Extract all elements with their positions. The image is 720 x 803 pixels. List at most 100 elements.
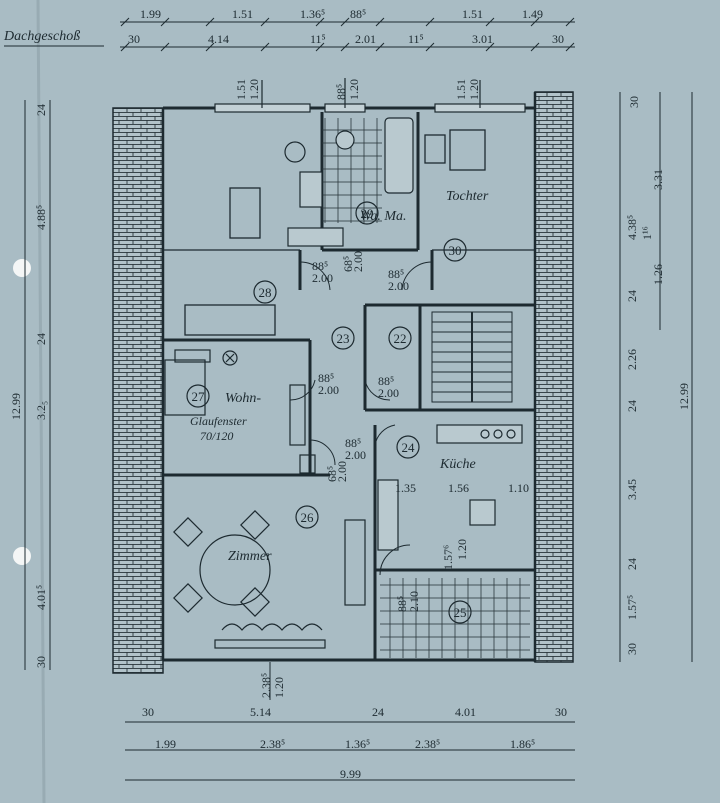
- door-width-label: 68⁵: [325, 466, 339, 482]
- right-dim-label: 1¹⁶: [640, 226, 654, 240]
- door-width-label: 68⁵: [341, 256, 355, 272]
- top-dim-label: 88⁵: [350, 7, 366, 21]
- room-label-wohn: Wohn-: [225, 391, 261, 406]
- door-height-label: 2.00: [388, 279, 409, 293]
- window-note-line1: Glaufenster: [190, 414, 247, 428]
- room-circle: [448, 600, 472, 624]
- building-outline: [112, 91, 574, 674]
- right-dimensions: [619, 92, 693, 662]
- bath-25-tiles: [380, 578, 530, 658]
- left-dim-label: 4.88⁵: [34, 205, 48, 230]
- right-dim-label: 24: [625, 400, 639, 412]
- top-dim-label: 3.01: [472, 32, 493, 46]
- thin-walls: [163, 129, 535, 336]
- bottom-dim-label: 4.01: [455, 705, 476, 719]
- room-label-kueche: Küche: [439, 457, 476, 472]
- plan-title: Dachgeschoß: [3, 29, 80, 44]
- room-circle: [396, 435, 420, 459]
- room-number: 27: [192, 389, 206, 404]
- door-height-label: 2.00: [312, 271, 333, 285]
- door-width-label: 88⁵: [378, 374, 394, 388]
- room-circle: [253, 280, 277, 304]
- room-number: 25: [454, 605, 467, 620]
- right-dim-label: 3.31: [651, 169, 665, 190]
- kitchen-fixtures: [377, 424, 523, 551]
- right-dim-label: 24: [625, 290, 639, 302]
- bottom-dim-label: 2.38⁵: [415, 737, 440, 751]
- door-width-label: 88⁵: [388, 267, 404, 281]
- window-width-label: 1.51: [454, 79, 468, 100]
- room-number: 28: [259, 285, 272, 300]
- kitchen-dim-label: 1.56: [448, 481, 469, 495]
- left-dim-label: 30: [34, 656, 48, 668]
- kitchen-dim-label: 88⁵: [395, 596, 409, 612]
- staircase: [431, 311, 513, 403]
- window-note-line2: 70/120: [200, 429, 233, 443]
- right-dim-label: 30: [625, 643, 639, 655]
- top-dim-label: 1.99: [140, 7, 161, 21]
- kitchen-dim-label: 1.35: [395, 481, 416, 495]
- zimmer-furniture: [173, 510, 366, 649]
- window-height-label: 1.20: [247, 79, 261, 100]
- door-width-label: 88⁵: [318, 371, 334, 385]
- right-knee-wall: [534, 91, 574, 663]
- bottom-dim-label: 2.38⁵: [260, 737, 285, 751]
- kitchen-dim-label: 2.10: [407, 591, 421, 612]
- room-number: 26: [301, 510, 315, 525]
- room-number: 30: [449, 243, 462, 258]
- top-dim-label: 30: [128, 32, 140, 46]
- room-number: 22: [394, 331, 407, 346]
- right-dim-label: 1.57⁵: [625, 595, 639, 620]
- left-dim-label: 3.2₅: [34, 401, 48, 420]
- room-number: 23: [337, 331, 350, 346]
- bottom-dim-label: 1.86⁵: [510, 737, 535, 751]
- top-dim-label: 2.01: [355, 32, 376, 46]
- room-circle: [186, 384, 210, 408]
- left-dim-label: 12.99: [9, 393, 23, 420]
- bottom-dim-label: 5.14: [250, 705, 271, 719]
- paper-fold: [36, 0, 46, 803]
- right-total-label: 12.99: [677, 383, 691, 410]
- top-dim-label: 1.49: [522, 7, 543, 21]
- top-dim-label: 11⁵: [310, 32, 326, 46]
- left-knee-wall: [112, 107, 164, 674]
- living-furniture: [164, 349, 316, 474]
- punch-hole-lower: [13, 547, 31, 565]
- top-dim-label: 1.36⁵: [300, 7, 325, 21]
- left-dimensions: [24, 100, 51, 670]
- room-circle: [355, 201, 379, 225]
- door-height-label: 2.00: [318, 383, 339, 397]
- bottom-dim-label: 1.99: [155, 737, 176, 751]
- window-width-label: 1.51: [234, 79, 248, 100]
- kitchen-dim-label: 1.57⁶: [441, 545, 455, 570]
- door-dimensions: 88⁵2.0068⁵2.0088⁵2.0088⁵2.0088⁵2.0088⁵2.…: [312, 251, 409, 482]
- right-dim-label: 3.45: [625, 479, 639, 500]
- door-width-label: 88⁵: [345, 436, 361, 450]
- top-dim-label: 30: [552, 32, 564, 46]
- right-dim-label: 4.38⁵: [625, 215, 639, 240]
- kitchen-dim-label: 1.20: [455, 539, 469, 560]
- bathroom-fixtures: [284, 117, 414, 247]
- top-dimensions: [120, 17, 575, 52]
- window-height-label: 1.20: [467, 79, 481, 100]
- room-label-wama: Wa. Ma.: [360, 209, 407, 224]
- bottom-dim-label: 24: [372, 705, 384, 719]
- kitchen-dim-label: 1.10: [508, 481, 529, 495]
- door-height-label: 2.00: [378, 386, 399, 400]
- punch-hole-upper: [13, 259, 31, 277]
- right-dim-label: 24: [625, 558, 639, 570]
- right-dim-label: 2.26: [625, 349, 639, 370]
- room-circle: [443, 238, 467, 262]
- room-number: 24: [402, 440, 416, 455]
- bottom-dim-label: 30: [142, 705, 154, 719]
- room-circle: [331, 326, 355, 350]
- bottom-window-label: 1.20: [272, 677, 286, 698]
- room-circle: [388, 326, 412, 350]
